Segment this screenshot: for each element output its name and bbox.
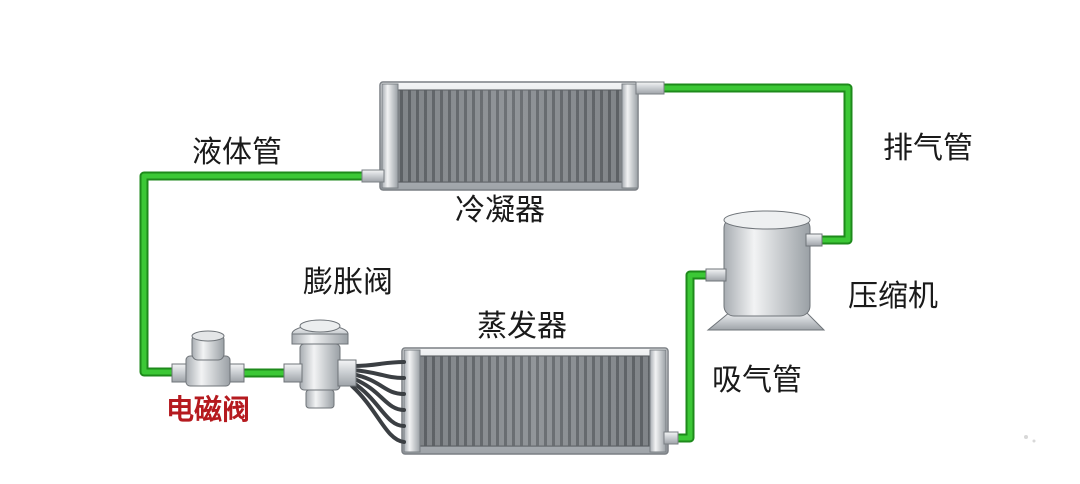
watermark-marks [1024, 435, 1036, 443]
compressor [705, 210, 826, 331]
label-solenoid-valve: 电磁阀 [166, 393, 251, 426]
label-compressor: 压缩机 [848, 279, 938, 314]
evaporator [401, 347, 679, 455]
refrigerant-pipes [139, 83, 853, 443]
label-suction-pipe: 吸气管 [712, 363, 802, 398]
distributor-tubes [350, 360, 406, 444]
label-condenser: 冷凝器 [455, 193, 545, 228]
label-expansion-valve: 膨胀阀 [303, 265, 393, 300]
condenser [361, 81, 665, 191]
label-discharge-pipe: 排气管 [883, 131, 973, 166]
label-liquid-pipe: 液体管 [192, 135, 282, 170]
solenoid-valve [171, 330, 245, 387]
label-evaporator: 蒸发器 [477, 309, 567, 344]
expansion-valve [283, 319, 357, 409]
